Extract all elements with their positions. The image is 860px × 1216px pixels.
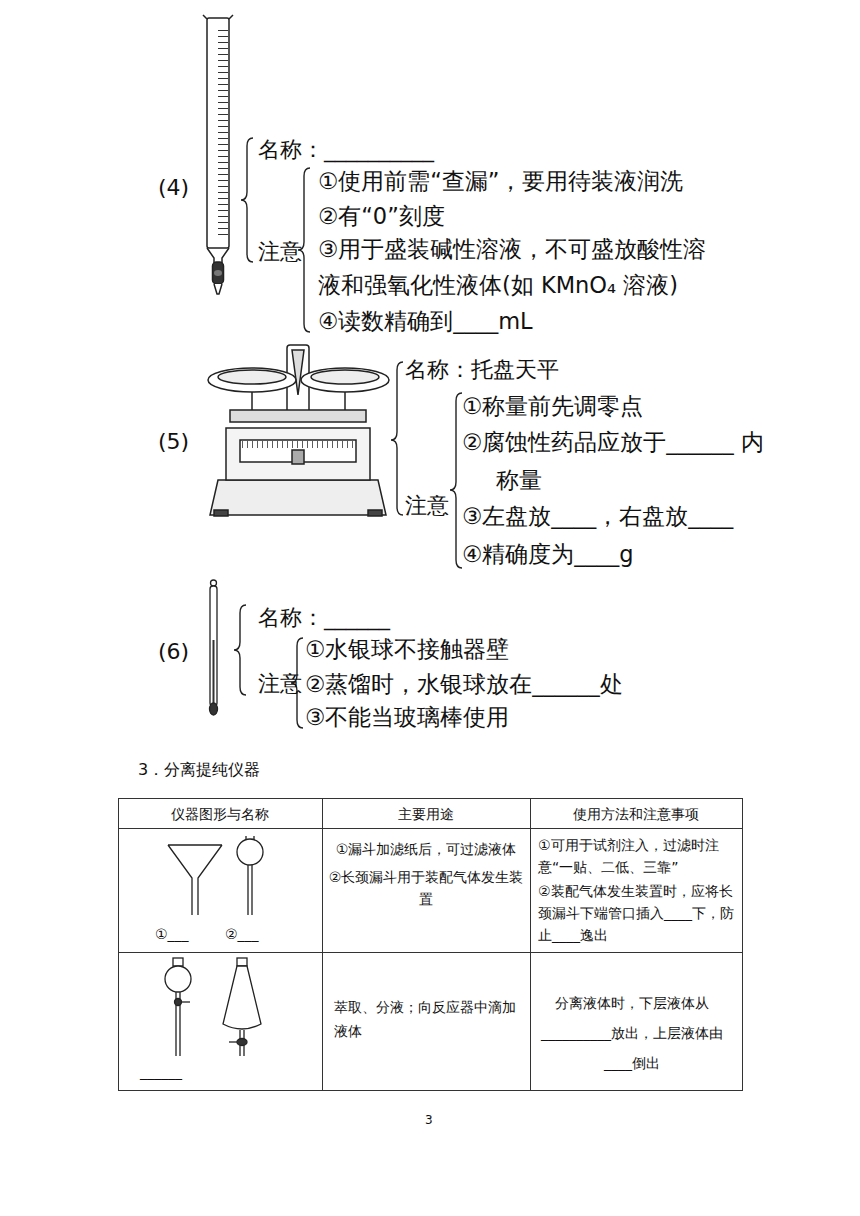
note-item: ④精确度为____g bbox=[462, 536, 633, 572]
table-cell: ①可用于试剂注入，过滤时注意“一贴、二低、三靠” bbox=[538, 834, 736, 878]
note-item: ④读数精确到____mL bbox=[318, 303, 533, 339]
section-label: 注意 bbox=[405, 488, 449, 524]
table-cell: ②___ bbox=[225, 924, 259, 944]
table-cell: ______ bbox=[140, 1062, 182, 1082]
table-cell: 分离液体时，下层液体从__________放出，上层液体由____倒出 bbox=[540, 988, 724, 1078]
page-number: 3 bbox=[425, 1112, 433, 1128]
name-field: 名称：______ bbox=[258, 600, 390, 636]
long-neck-funnel-drawing bbox=[237, 836, 263, 915]
note-item: ①称量前先调零点 bbox=[462, 388, 643, 424]
note-item: ②有“0”刻度 bbox=[318, 198, 445, 234]
table-cell: ①___ bbox=[155, 924, 189, 944]
thermometer-drawing bbox=[210, 580, 218, 715]
note-item: ③左盘放____，右盘放____ bbox=[462, 498, 733, 534]
note-item: ②腐蚀性药品应放于______ 内称量 bbox=[462, 423, 774, 499]
name-field: 名称：__________ bbox=[258, 132, 434, 168]
section-heading: 3．分离提纯仪器 bbox=[138, 758, 260, 782]
callout-number: (5) bbox=[158, 424, 189, 460]
table-header: 使用方法和注意事项 bbox=[530, 804, 742, 824]
callout-number: (4) bbox=[158, 170, 189, 206]
note-item: ②蒸馏时，水银球放在______处 bbox=[305, 666, 623, 702]
note-item: ③用于盛装碱性溶液，不可盛放酸性溶液和强氧化性液体(如 KMnO₄ 溶液) bbox=[318, 231, 710, 303]
note-item: ①水银球不接触器壁 bbox=[305, 631, 509, 667]
table-grid bbox=[118, 798, 743, 1091]
balance-drawing bbox=[208, 345, 389, 516]
table-header: 仪器图形与名称 bbox=[118, 804, 322, 824]
table-cell: ②长颈漏斗用于装配气体发生装置 bbox=[328, 866, 524, 910]
table-header: 主要用途 bbox=[322, 804, 530, 824]
name-field: 名称：托盘天平 bbox=[405, 352, 559, 388]
separatory-funnel-drawing bbox=[165, 958, 261, 1056]
table-cell: ①漏斗加滤纸后，可过滤液体 bbox=[328, 838, 524, 860]
section-label: 注意 bbox=[258, 666, 302, 702]
note-item: ①使用前需“查漏”，要用待装液润洗 bbox=[318, 163, 683, 199]
table-cell: ②装配气体发生装置时，应将长颈漏斗下端管口插入____下，防止____逸出 bbox=[538, 880, 736, 946]
funnel-drawing bbox=[168, 845, 222, 915]
callout-number: (6) bbox=[158, 634, 189, 670]
section-label: 注意 bbox=[258, 234, 302, 270]
burette-drawing bbox=[203, 15, 233, 294]
note-item: ③不能当玻璃棒使用 bbox=[305, 699, 509, 735]
table-cell: 萃取、分液；向反应器中滴加液体 bbox=[334, 995, 522, 1043]
